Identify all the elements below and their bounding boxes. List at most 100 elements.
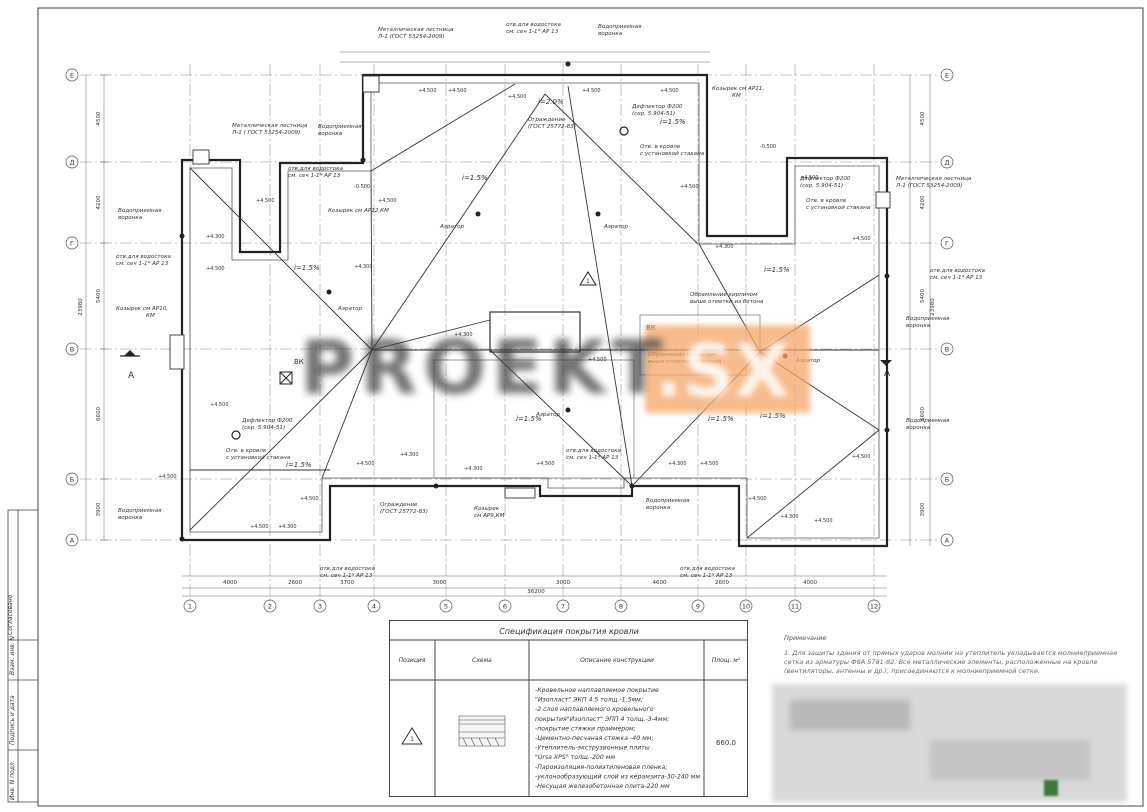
svg-text:+4.300: +4.300 xyxy=(668,461,687,467)
svg-text:Обрамление кирпичом: Обрамление кирпичом xyxy=(690,292,758,298)
left-dim-label: 4200 xyxy=(96,195,102,209)
row-axis-label: Е xyxy=(70,72,74,80)
roof-slope-lines xyxy=(189,83,880,539)
svg-text:отв.для водостока: отв.для водостока xyxy=(566,448,621,454)
svg-text:+4.500: +4.500 xyxy=(660,88,679,94)
label-ladder-top: Металлическая лестница xyxy=(378,27,454,33)
svg-text:(сер. 5.904-51): (сер. 5.904-51) xyxy=(800,183,843,189)
svg-text:i=1.5%: i=1.5% xyxy=(294,264,320,272)
svg-text:Водоприемная: Водоприемная xyxy=(118,508,162,514)
col-axis-label: 7 xyxy=(561,603,565,611)
svg-text:i=1.5%: i=1.5% xyxy=(760,412,786,420)
svg-text:+4.500: +4.500 xyxy=(378,198,397,204)
svg-text:с установкой стакана: с установкой стакана xyxy=(640,151,705,157)
spec-area: 660.0 xyxy=(716,739,736,747)
spec-layer-line: "Ursa XPS" толщ.-200 мм xyxy=(535,754,615,761)
spec-layer-line: покрытия"Изопласт" ЭПП 4 толщ.-3-4мм; xyxy=(535,716,669,723)
svg-text:(ГОСТ 25772-83): (ГОСТ 25772-83) xyxy=(380,509,428,515)
spec-position: 1 xyxy=(410,736,414,743)
spec-layer-line: -Кровельное наплавляемое покрытие xyxy=(535,687,659,694)
spec-layers: -Кровельное наплавляемое покрытие "Изопла… xyxy=(535,687,700,790)
svg-text:Подпись и дата: Подпись и дата xyxy=(9,695,16,745)
svg-text:Водоприемная: Водоприемная xyxy=(118,208,162,214)
svg-text:Аэратор: Аэратор xyxy=(535,412,561,418)
row-axis-label: А xyxy=(70,537,75,545)
row-axis-label: Б xyxy=(945,476,949,484)
roof-spec-table: Спецификация покрытия кровли Позиция Схе… xyxy=(389,620,748,797)
svg-text:Отв. в кровле: Отв. в кровле xyxy=(640,144,681,150)
col-axis-label: 5 xyxy=(444,603,448,611)
svg-text:-0.500: -0.500 xyxy=(760,144,776,150)
deflector-top xyxy=(619,126,629,136)
svg-text:Дефлектор Ф200: Дефлектор Ф200 xyxy=(799,176,851,182)
svg-text:+4.500: +4.500 xyxy=(206,266,225,272)
svg-text:см. сеч 1-1* АР 13: см. сеч 1-1* АР 13 xyxy=(320,573,373,579)
svg-text:+4.300: +4.300 xyxy=(206,234,225,240)
left-dim-label: 4500 xyxy=(96,111,102,125)
svg-text:воронка: воронка xyxy=(598,31,623,37)
sheet-frame xyxy=(37,7,1144,807)
building-outline xyxy=(180,73,889,548)
elevation-marks: +4.500 +4.500 +4.500 +4.500 +4.500 +4.50… xyxy=(158,88,871,530)
right-dim-label: 4200 xyxy=(920,195,926,209)
label-canopy-left: Козырек см АР10, xyxy=(116,306,168,312)
left-dimension-chain xyxy=(85,74,108,541)
spec-header-description: Описание конструкции xyxy=(580,657,654,664)
svg-text:см. сеч 1-1* АР 13: см. сеч 1-1* АР 13 xyxy=(506,29,559,35)
spec-layer-line: "Изопласт" ЭКП 4.5 толщ.-1.5мм; xyxy=(535,697,643,704)
svg-text:i=1.5%: i=1.5% xyxy=(516,415,542,423)
canopy-left xyxy=(169,334,185,370)
svg-text:+4.500: +4.500 xyxy=(852,236,871,242)
svg-text:+4.500: +4.500 xyxy=(158,474,177,480)
svg-text:Водоприемная: Водоприемная xyxy=(318,124,362,130)
svg-text:Дефлектор Ф200: Дефлектор Ф200 xyxy=(241,418,293,424)
svg-text:Дефлектор Ф200: Дефлектор Ф200 xyxy=(631,104,683,110)
svg-text:Аэратор: Аэратор xyxy=(603,224,629,230)
left-dim-label: 3900 xyxy=(96,502,102,516)
row-axis-label: Д xyxy=(944,159,949,167)
svg-text:Отв. в кровле: Отв. в кровле xyxy=(226,448,267,454)
notes-title: Примечание xyxy=(784,634,827,642)
svg-text:+4.500: +4.500 xyxy=(852,454,871,460)
svg-text:(сер. 5.904-51): (сер. 5.904-51) xyxy=(242,425,285,431)
svg-text:см. сеч 1-1* АР 13: см. сеч 1-1* АР 13 xyxy=(566,455,619,461)
svg-text:КМ: КМ xyxy=(146,313,155,319)
col-axis-label: 6 xyxy=(503,603,507,611)
svg-text:Л-1 (ГОСТ 53254-2009): Л-1 (ГОСТ 53254-2009) xyxy=(895,183,963,189)
svg-text:+4.500: +4.500 xyxy=(588,357,607,363)
svg-text:КМ: КМ xyxy=(732,93,741,99)
row-axis-label: Д xyxy=(69,159,74,167)
row-axis-label: А xyxy=(945,537,950,545)
deflector-left xyxy=(231,430,241,440)
spec-position-marker xyxy=(401,727,423,745)
section-marker-left xyxy=(124,350,136,356)
svg-text:+4.300: +4.300 xyxy=(400,452,419,458)
svg-text:i=1.5%: i=1.5% xyxy=(708,415,734,423)
svg-text:см. сеч 1-1* АР 13: см. сеч 1-1* АР 13 xyxy=(930,275,983,281)
svg-text:i=1.5%: i=1.5% xyxy=(462,174,488,182)
svg-text:см. сеч 1-1* АР 13: см. сеч 1-1* АР 13 xyxy=(116,261,169,267)
svg-text:отв.для водостока: отв.для водостока xyxy=(930,268,985,274)
svg-text:с установкой стакана: с установкой стакана xyxy=(806,205,871,211)
svg-text:Инв. N подл.: Инв. N подл. xyxy=(9,760,16,800)
right-dim-label: 4500 xyxy=(920,111,926,125)
col-axis-label: 11 xyxy=(791,603,799,611)
svg-text:воронка: воронка xyxy=(646,505,671,511)
row-axis-label: Г xyxy=(70,240,74,248)
bottom-dim-label: 3700 xyxy=(340,580,354,586)
label-drain-top: отв.для водостока xyxy=(506,22,561,28)
svg-text:+4.500: +4.500 xyxy=(356,461,375,467)
top-dimension-chain xyxy=(340,51,710,63)
col-axis-label: 3 xyxy=(318,603,322,611)
svg-text:+4.500: +4.500 xyxy=(300,496,319,502)
col-axis-label: 1 xyxy=(188,603,192,611)
svg-text:i=1.5%: i=1.5% xyxy=(660,118,686,126)
svg-text:+4.500: +4.500 xyxy=(448,88,467,94)
right-total-label: 23980 xyxy=(930,298,936,316)
spec-title: Спецификация покрытия кровли xyxy=(499,627,639,636)
right-dim-label: 3900 xyxy=(920,502,926,516)
svg-text:i=1.5%: i=1.5% xyxy=(764,266,790,274)
col-axis-label: 10 xyxy=(742,603,750,611)
right-dimension-chain xyxy=(909,75,931,546)
